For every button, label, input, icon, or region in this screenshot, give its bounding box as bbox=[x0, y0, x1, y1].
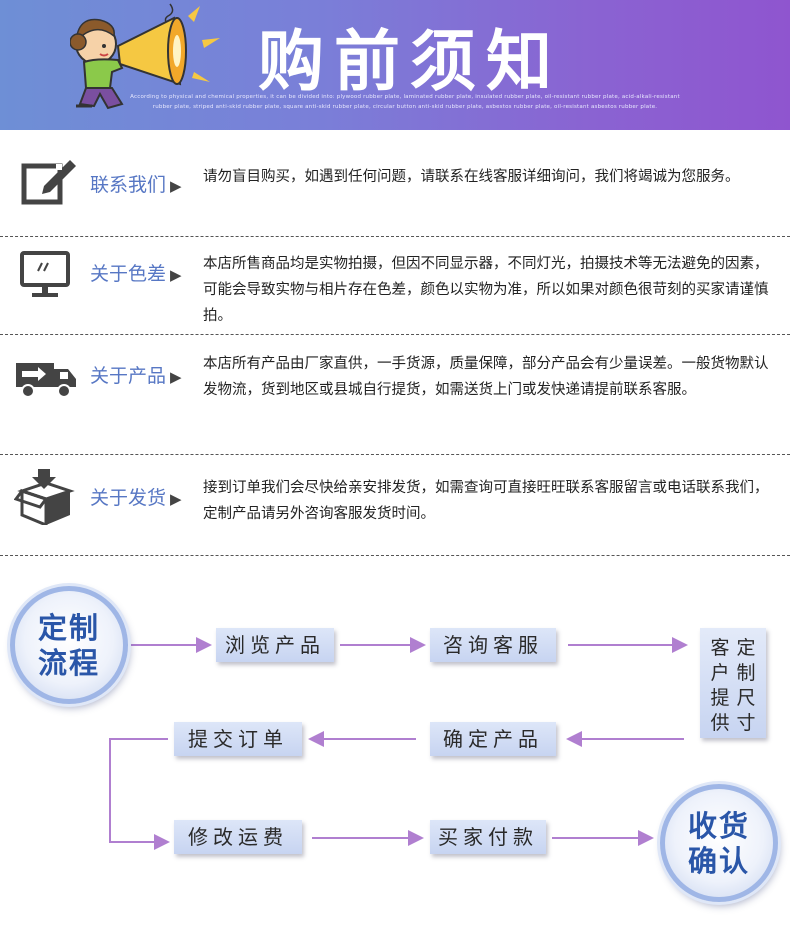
notice-label: 关于产品▶ bbox=[90, 365, 182, 387]
flow-step-consult: 咨询客服 bbox=[430, 628, 556, 662]
divider bbox=[0, 334, 790, 335]
flow-step-customer-size: 客户提供 定制尺寸 bbox=[700, 628, 766, 738]
flow-start-circle: 定制流程 bbox=[10, 586, 128, 704]
flow-step-submit-order: 提交订单 bbox=[174, 722, 302, 756]
notice-label: 关于发货▶ bbox=[90, 487, 182, 509]
notice-color-diff: 关于色差▶ 本店所售商品均是实物拍摄，但因不同显示器，不同灯光，拍摄技术等无法避… bbox=[0, 237, 790, 334]
flow-end-label: 收货确认 bbox=[687, 809, 750, 878]
megaphone-mascot-icon bbox=[70, 3, 220, 110]
notice-product: 关于产品▶ 本店所有产品由厂家直供，一手货源，质量保障，部分产品会有少量误差。一… bbox=[0, 335, 790, 454]
flow-step-confirm-product: 确定产品 bbox=[430, 722, 556, 756]
flow-step-customer-size-col1: 客户提供 bbox=[710, 637, 730, 734]
notice-text: 请勿盲目购买，如遇到任何问题，请联系在线客服详细询问，我们将竭诚为您服务。 bbox=[203, 169, 740, 185]
divider bbox=[0, 236, 790, 237]
header-banner: 购前须知 According to physical and chemical … bbox=[0, 0, 790, 130]
notice-label: 关于色差▶ bbox=[90, 263, 182, 285]
banner-subtitle: According to physical and chemical prope… bbox=[130, 94, 680, 110]
page-title: 购前须知 bbox=[258, 22, 562, 100]
notice-text: 本店所售商品均是实物拍摄，但因不同显示器，不同灯光，拍摄技术等无法避免的因素，可… bbox=[203, 256, 769, 324]
notice-contact: 联系我们▶ 请勿盲目购买，如遇到任何问题，请联系在线客服详细询问，我们将竭诚为您… bbox=[0, 150, 790, 236]
divider bbox=[0, 555, 790, 556]
flow-step-modify-shipping: 修改运费 bbox=[174, 820, 302, 854]
flow-end-circle: 收货确认 bbox=[660, 784, 778, 902]
flow-step-browse: 浏览产品 bbox=[216, 628, 334, 662]
flow-step-customer-size-col2: 定制尺寸 bbox=[736, 637, 756, 734]
notice-shipping: 关于发货▶ 接到订单我们会尽快给亲安排发货，如需查询可直接旺旺联系客服留言或电话… bbox=[0, 455, 790, 555]
truck-icon bbox=[16, 363, 76, 398]
edit-icon bbox=[21, 160, 76, 205]
monitor-icon bbox=[20, 251, 70, 297]
flow-arrows bbox=[109, 637, 688, 850]
notice-label: 联系我们▶ bbox=[90, 174, 182, 196]
notice-text: 本店所有产品由厂家直供，一手货源，质量保障，部分产品会有少量误差。一般货物默认发… bbox=[203, 356, 769, 398]
flow-step-buyer-pay: 买家付款 bbox=[430, 820, 546, 854]
divider bbox=[0, 454, 790, 455]
box-icon bbox=[14, 469, 75, 525]
notice-text: 接到订单我们会尽快给亲安排发货，如需查询可直接旺旺联系客服留言或电话联系我们，定… bbox=[203, 480, 769, 522]
flow-arrow bbox=[109, 738, 170, 850]
flow-start-label: 定制流程 bbox=[37, 611, 100, 680]
